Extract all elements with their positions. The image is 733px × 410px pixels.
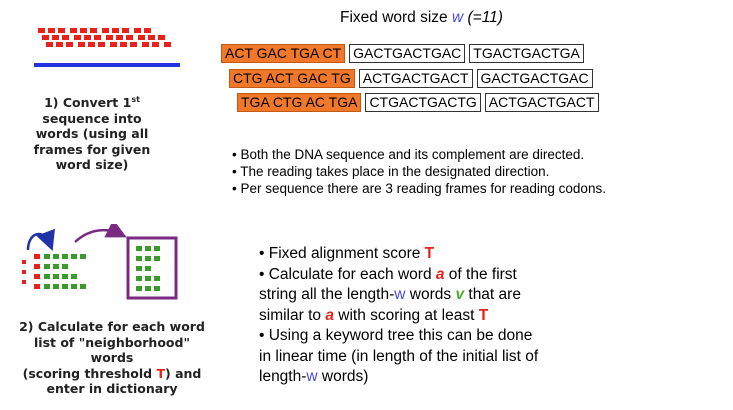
word-size-title: Fixed word size w (=11): [340, 9, 503, 27]
curved-arrow-icon: [26, 228, 55, 252]
word-box-highlighted: CTG ACT GAC TG: [229, 69, 355, 88]
step2-caption: 2) Calculate for each word list of "neig…: [12, 319, 212, 397]
note-text: length-: [259, 368, 307, 385]
list-item: • Using a keyword tree this can be done: [259, 327, 533, 344]
step1-caption-start: 1) Convert 1: [44, 95, 132, 110]
list-item: • Fixed alignment score T: [259, 244, 729, 265]
word-box: ACTGACTGACT: [358, 69, 473, 88]
word-a-symbol: a: [435, 265, 445, 283]
note-text: of the first: [444, 265, 517, 283]
threshold-symbol: T: [424, 245, 435, 262]
step1-caption: 1) Convert 1st sequence into words (usin…: [22, 95, 162, 173]
word-box: GACTGACTGAC: [349, 44, 466, 63]
word-size-symbol: w: [306, 368, 318, 385]
reading-notes-list: Both the DNA sequence and its complement…: [232, 146, 732, 197]
neighborhood-figure: [22, 224, 178, 300]
green-word-grid: [44, 254, 86, 289]
red-word-fragments: [38, 28, 171, 47]
step2-caption-line: (scoring threshold T) and: [12, 366, 212, 382]
list-item: Both the DNA sequence and its complement…: [232, 146, 732, 163]
red-word-column: [22, 254, 40, 289]
note-text: with scoring at least: [333, 306, 479, 324]
reading-frame-row: TGA CTG AC TGA CTGACTGACTG ACTGACTGACT: [237, 93, 603, 112]
note-text: that are: [464, 286, 521, 303]
step2-caption-text: ) and: [165, 365, 202, 381]
word-split-figure: [34, 28, 180, 67]
word-size-symbol: w: [451, 9, 464, 26]
note-text: similar to: [259, 306, 326, 324]
word-a-symbol: a: [325, 306, 334, 324]
list-item: • Calculate for each word a of the first: [259, 265, 729, 286]
dictionary-panel-icon: [126, 236, 178, 300]
reading-frame-row: CTG ACT GAC TG ACTGACTGACT GACTGACTGAC: [229, 69, 597, 88]
word-v-symbol: v: [455, 286, 465, 303]
word-box-highlighted: TGA CTG AC TGA: [237, 93, 362, 112]
step2-caption-text: (scoring threshold: [22, 365, 157, 381]
note-text: string all the length-: [259, 286, 395, 303]
neighborhood-notes: • Fixed alignment score T • Calculate fo…: [259, 244, 729, 388]
note-text: • Calculate for each word: [259, 265, 436, 283]
threshold-symbol: T: [156, 365, 165, 381]
sequence-bar: [34, 63, 180, 67]
list-item: Per sequence there are 3 reading frames …: [232, 180, 732, 197]
curved-arrow-icon: [74, 224, 127, 243]
note-text: • Fixed alignment score: [259, 245, 425, 262]
step2-caption-line: enter in dictionary: [46, 381, 178, 396]
reading-frame-row: ACT GAC TGA CT GACTGACTGAC TGACTGACTGA: [221, 44, 588, 63]
note-text: words): [317, 368, 369, 385]
word-size-title-prefix: Fixed word size: [340, 9, 452, 26]
step2-caption-line: list of "neighborhood" words: [34, 334, 190, 366]
step2-caption-line: 2) Calculate for each word: [19, 319, 205, 334]
word-size-symbol: w: [394, 286, 406, 303]
list-item: The reading takes place in the designate…: [232, 163, 732, 180]
step1-caption-rest: sequence into words (using all frames fo…: [33, 110, 151, 173]
list-item-continuation: similar to a with scoring at least T: [259, 306, 729, 327]
word-box: ACTGACTGACT: [484, 93, 599, 112]
threshold-symbol: T: [478, 306, 489, 324]
list-item-continuation: in linear time (in length of the initial…: [259, 347, 539, 365]
word-box: CTGACTGACTG: [365, 93, 481, 112]
word-box: TGACTGACTGA: [469, 44, 584, 63]
word-size-value: (=11): [467, 9, 503, 26]
step1-caption-sup: st: [131, 94, 140, 104]
list-item-continuation: string all the length-w words v that are: [259, 285, 729, 306]
word-box-highlighted: ACT GAC TGA CT: [221, 44, 346, 63]
list-item-continuation: length-w words): [259, 367, 729, 388]
note-text: words: [405, 286, 456, 303]
word-box: GACTGACTGAC: [476, 69, 593, 88]
